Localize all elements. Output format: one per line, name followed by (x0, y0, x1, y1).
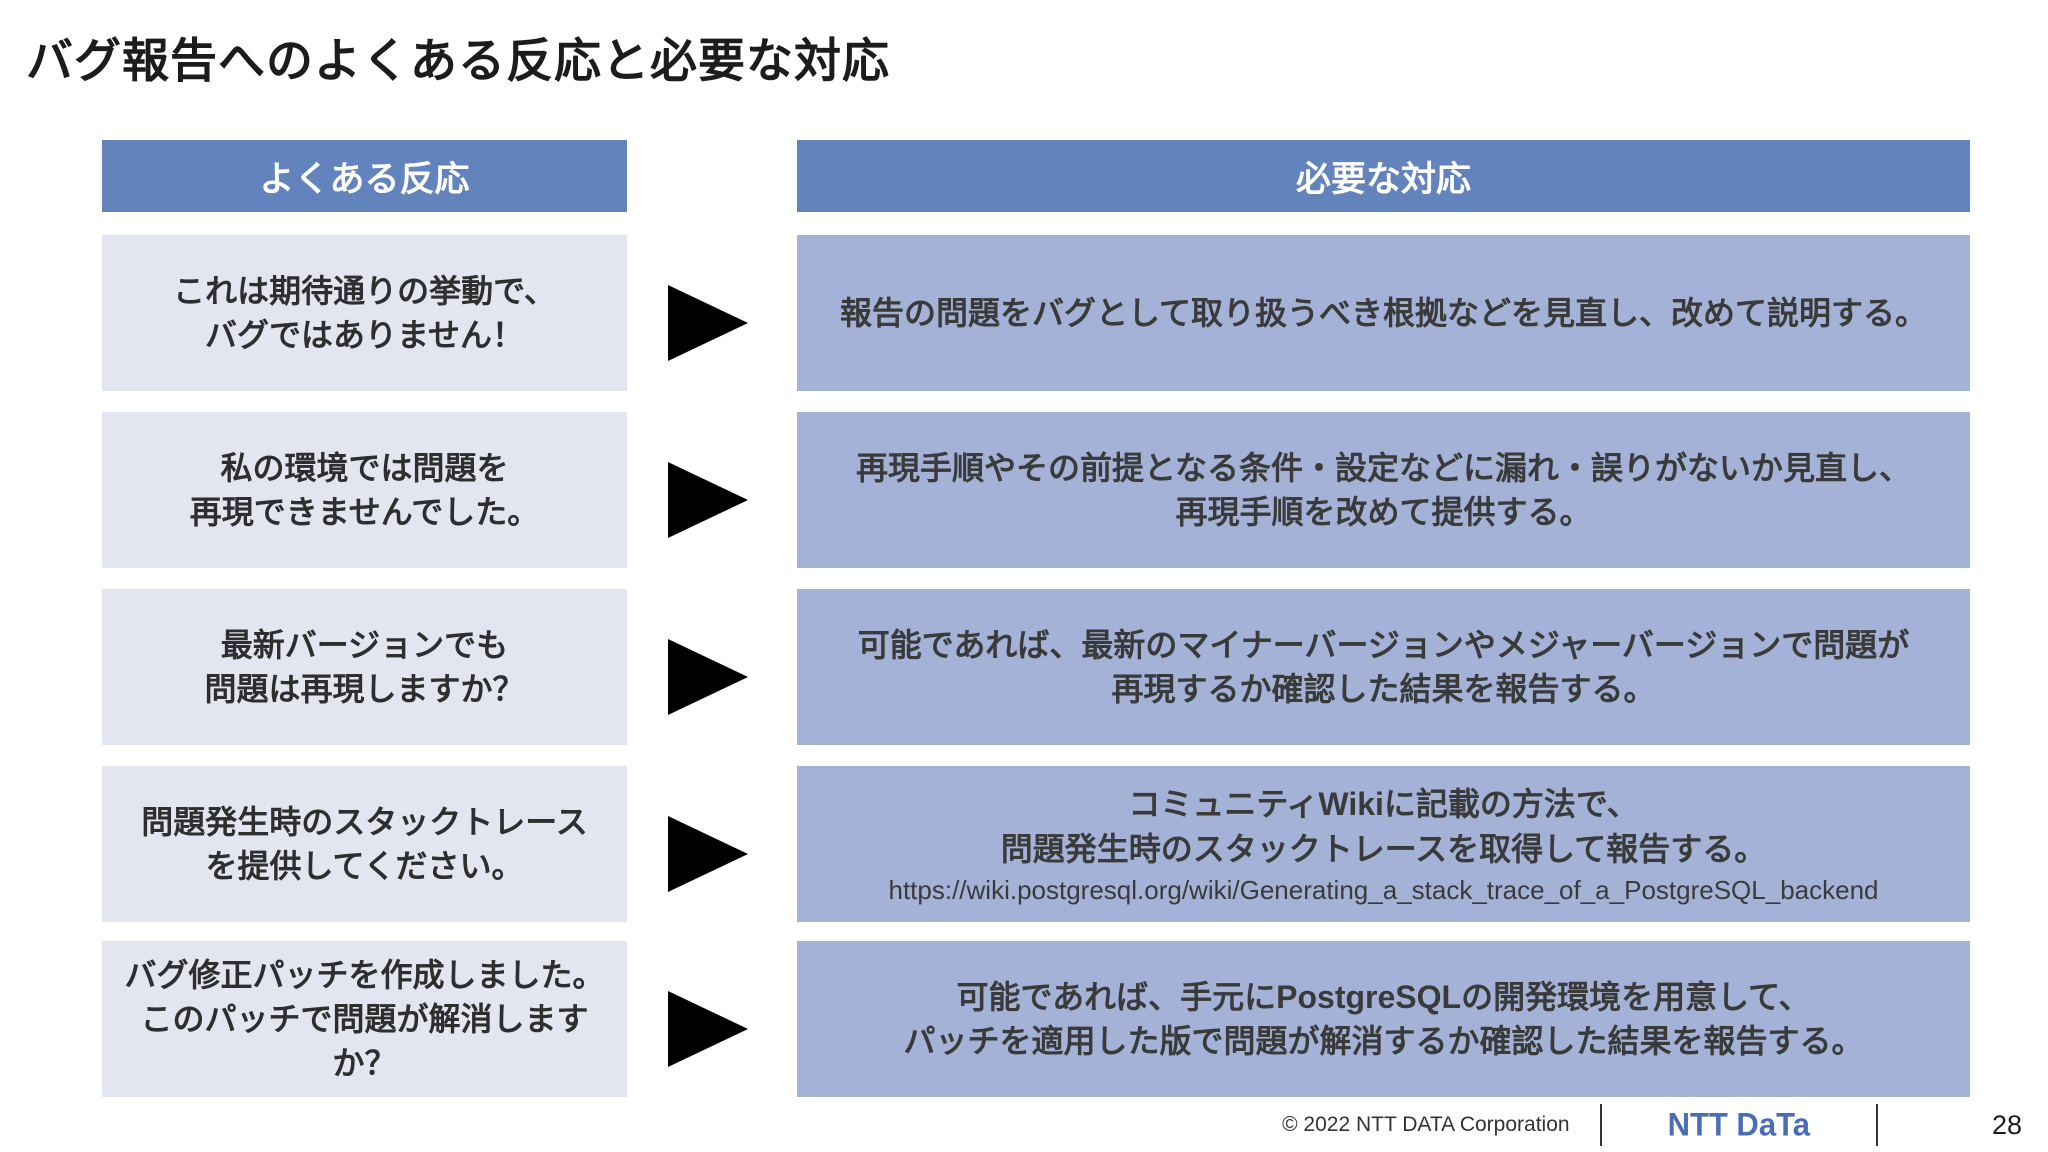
slide-footer: © 2022 NTT DATA Corporation NTT DaTa 28 (1282, 1104, 2030, 1146)
reaction-text: 私の環境では問題を 再現できませんでした。 (189, 449, 540, 530)
wiki-url-text: https://wiki.postgresql.org/wiki/Generat… (888, 874, 1879, 905)
reaction-cell: 私の環境では問題を 再現できませんでした。 (102, 412, 627, 568)
footer-divider (1875, 1104, 1878, 1146)
ntt-data-logo: NTT DaTa (1667, 1106, 1810, 1143)
reaction-cell: これは期待通りの挙動で、 バグではありません！ (102, 235, 627, 391)
reaction-cell: 最新バージョンでも 問題は再現しますか？ (102, 589, 627, 745)
page-number: 28 (1991, 1109, 2022, 1140)
page-title: バグ報告へのよくある反応と必要な対応 (26, 34, 890, 87)
arrow-right-icon (668, 285, 748, 361)
column-header-responses: 必要な対応 (797, 140, 1970, 212)
copyright-text: © 2022 NTT DATA Corporation (1282, 1113, 1570, 1136)
response-cell: 再現手順やその前提となる条件・設定などに漏れ・誤りがないか見直し、 再現手順を改… (797, 412, 1970, 568)
response-text: 再現手順やその前提となる条件・設定などに漏れ・誤りがないか見直し、 再現手順を改… (855, 449, 1912, 530)
response-cell: 報告の問題をバグとして取り扱うべき根拠などを見直し、改めて説明する。 (797, 235, 1970, 391)
column-header-reactions: よくある反応 (102, 140, 627, 212)
arrow-right-icon (668, 462, 748, 538)
footer-divider (1599, 1104, 1602, 1146)
arrow-right-icon (668, 816, 748, 892)
response-text: 可能であれば、手元にPostgreSQLの開発環境を用意して、 パッチを適用した… (903, 978, 1864, 1059)
response-cell: 可能であれば、手元にPostgreSQLの開発環境を用意して、 パッチを適用した… (797, 941, 1970, 1097)
reaction-text: これは期待通りの挙動で、 バグではありません！ (173, 272, 556, 353)
response-text: 可能であれば、最新のマイナーバージョンやメジャーバージョンで問題が 再現するか確… (857, 626, 1910, 707)
reaction-cell: バグ修正パッチを作成しました。 このパッチで問題が解消します か？ (102, 941, 627, 1097)
arrow-right-icon (668, 991, 748, 1067)
response-cell: 可能であれば、最新のマイナーバージョンやメジャーバージョンで問題が 再現するか確… (797, 589, 1970, 745)
response-text: コミュニティWikiに記載の方法で、 問題発生時のスタックトレースを取得して報告… (1000, 786, 1767, 867)
reaction-cell: 問題発生時のスタックトレース を提供してください。 (102, 766, 627, 922)
arrow-right-icon (668, 639, 748, 715)
reaction-text: バグ修正パッチを作成しました。 このパッチで問題が解消します か？ (124, 956, 605, 1082)
response-text: 報告の問題をバグとして取り扱うべき根拠などを見直し、改めて説明する。 (839, 294, 1928, 331)
reaction-text: 問題発生時のスタックトレース を提供してください。 (141, 803, 588, 884)
response-cell: コミュニティWikiに記載の方法で、 問題発生時のスタックトレースを取得して報告… (797, 766, 1970, 922)
reaction-text: 最新バージョンでも 問題は再現しますか？ (204, 626, 525, 707)
